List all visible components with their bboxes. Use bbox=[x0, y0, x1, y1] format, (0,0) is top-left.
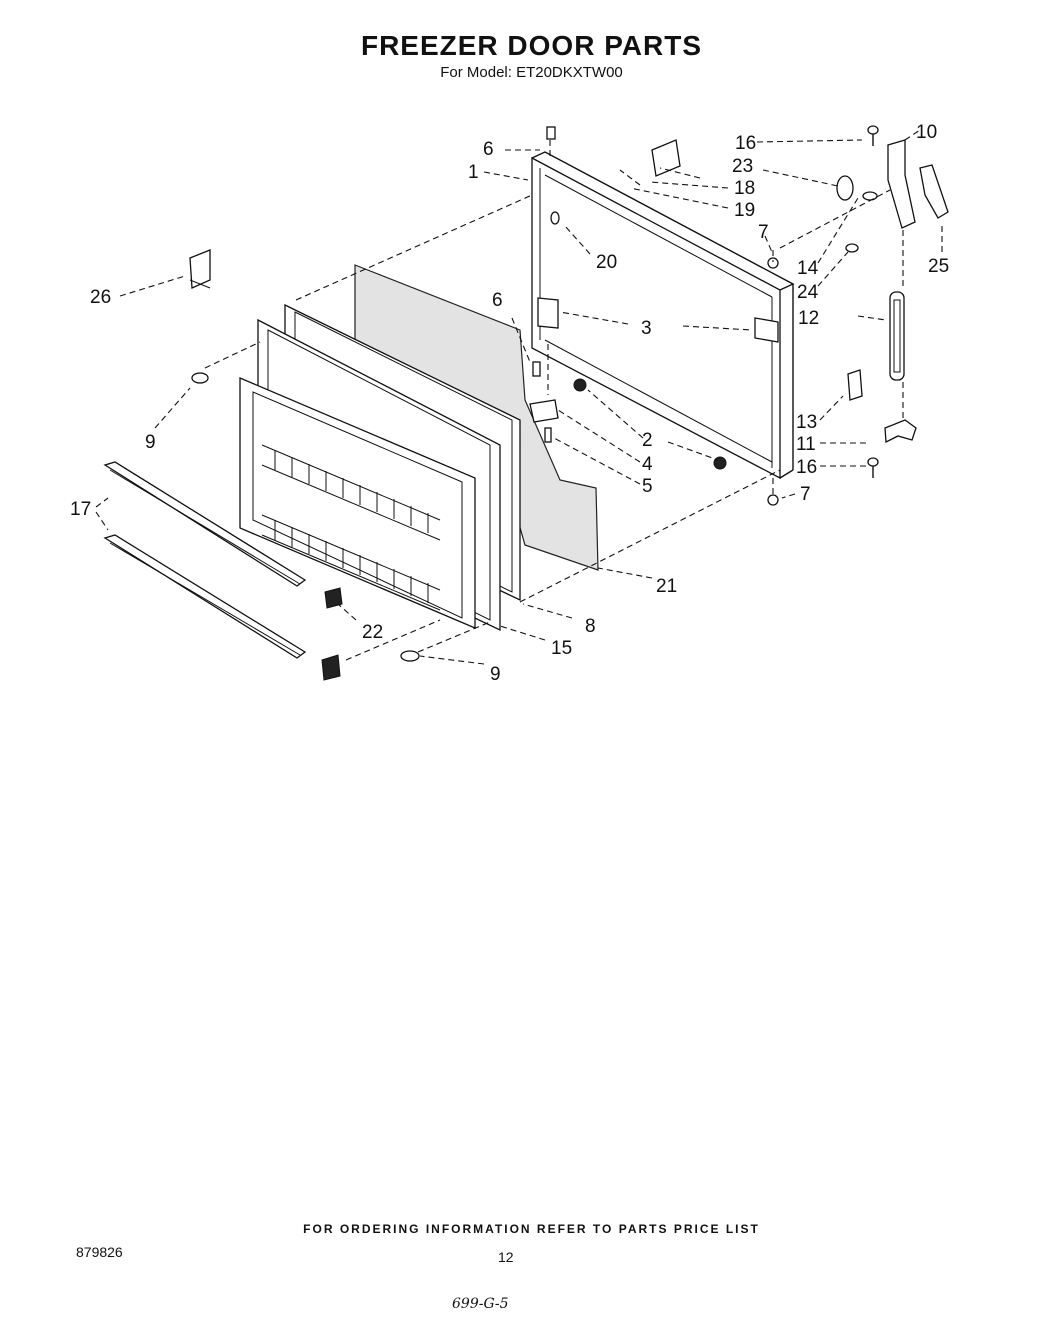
callout-20: 20 bbox=[596, 252, 617, 273]
callout-21: 21 bbox=[656, 576, 677, 597]
callout-12: 12 bbox=[798, 308, 819, 329]
shelf-bars bbox=[103, 461, 307, 659]
callout-16-top: 16 bbox=[735, 133, 756, 154]
callout-24: 24 bbox=[797, 282, 819, 303]
callout-13: 13 bbox=[796, 412, 817, 433]
callout-4: 4 bbox=[642, 454, 653, 475]
callout-5: 5 bbox=[642, 476, 653, 497]
handwritten-code: 699-G-5 bbox=[452, 1296, 509, 1312]
top-bracket bbox=[651, 139, 681, 177]
callout-3: 3 bbox=[641, 318, 652, 339]
callout-numbers: 1 2 3 4 5 6 6 7 7 8 9 9 10 11 12 13 14 1… bbox=[70, 122, 949, 685]
door-hinge-brackets bbox=[529, 297, 779, 423]
callout-15: 15 bbox=[551, 638, 572, 659]
callout-1: 1 bbox=[468, 162, 479, 183]
callout-2: 2 bbox=[642, 430, 653, 451]
callout-25: 25 bbox=[928, 256, 949, 277]
callout-9-bottom: 9 bbox=[490, 664, 501, 685]
callout-18: 18 bbox=[734, 178, 755, 199]
callout-19: 19 bbox=[734, 200, 755, 221]
page-title: FREEZER DOOR PARTS bbox=[360, 30, 703, 61]
shelf-end-caps bbox=[321, 587, 343, 681]
assembly-lines bbox=[204, 140, 891, 661]
model-subtitle: For Model: ET20DKXTW00 bbox=[440, 64, 623, 81]
callout-26: 26 bbox=[90, 287, 111, 308]
ordering-note: FOR ORDERING INFORMATION REFER TO PARTS … bbox=[303, 1222, 760, 1236]
callout-7-bottom: 7 bbox=[800, 484, 811, 505]
leader-lines bbox=[95, 129, 943, 665]
callout-8: 8 bbox=[585, 616, 596, 637]
door-stop-bracket bbox=[189, 249, 211, 289]
doc-number: 879826 bbox=[76, 1244, 123, 1260]
callout-9-left: 9 bbox=[145, 432, 156, 453]
callout-14: 14 bbox=[797, 258, 819, 279]
callout-7-top: 7 bbox=[758, 222, 769, 243]
callout-22: 22 bbox=[362, 622, 383, 643]
callout-23: 23 bbox=[732, 156, 753, 177]
callout-16-bottom: 16 bbox=[796, 457, 817, 478]
callout-6-top: 6 bbox=[483, 139, 494, 160]
callout-10: 10 bbox=[916, 122, 937, 143]
callout-11: 11 bbox=[796, 434, 816, 455]
callout-17: 17 bbox=[70, 499, 91, 520]
page-number: 12 bbox=[498, 1249, 514, 1265]
handle-parts bbox=[836, 139, 949, 444]
outer-door-panel bbox=[531, 151, 795, 480]
callout-6-mid: 6 bbox=[492, 290, 503, 311]
screws bbox=[191, 125, 879, 662]
